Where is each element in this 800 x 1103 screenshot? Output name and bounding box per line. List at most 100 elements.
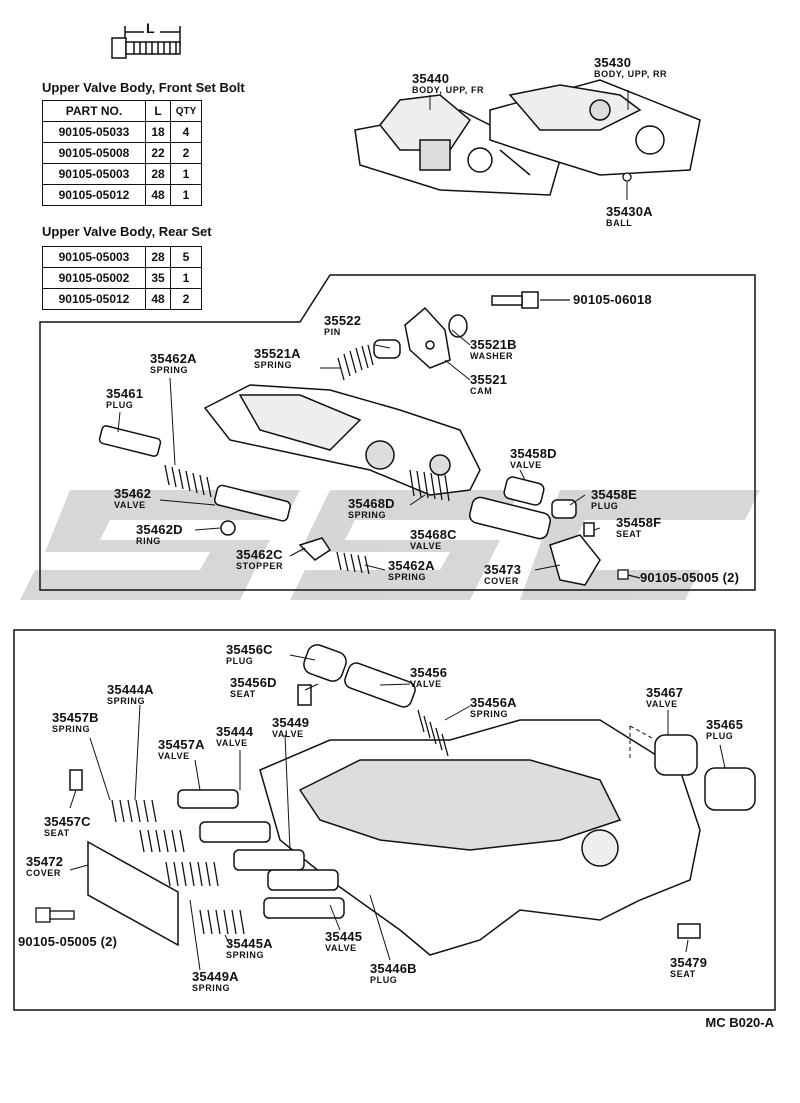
spring-35468d-icon: [409, 469, 450, 502]
table-cell: 18: [145, 121, 171, 143]
table-cell: 1: [170, 184, 202, 206]
valve-35456-assembly-icon: [303, 644, 416, 708]
part-label-90105-05005-lower: 90105-05005 (2): [18, 934, 118, 949]
lower-valve-body-icon: [259, 719, 701, 956]
table-cell: 1: [170, 267, 202, 289]
spring-group-icon: [111, 799, 245, 935]
table-cell: 48: [145, 288, 171, 310]
valve-35468c-icon: [468, 496, 552, 540]
upper-front-body-icon: [354, 94, 561, 196]
table-cell: 28: [145, 246, 171, 268]
stopper-icon: [298, 537, 332, 561]
middle-valve-body-icon: [203, 384, 481, 496]
plug-35458e-icon: [551, 499, 577, 519]
table-cell: 5: [170, 246, 202, 268]
table-cell: 90105-05012: [42, 184, 146, 206]
table-cell: 28: [145, 163, 171, 185]
plug-35461-icon: [98, 425, 162, 457]
header-qty: QTY: [170, 100, 202, 122]
table-cell: 90105-05033: [42, 121, 146, 143]
washer-icon: [448, 314, 468, 338]
cam-icon: [404, 306, 451, 369]
table-cell: 1: [170, 163, 202, 185]
ball-icon: [622, 172, 632, 182]
spring-35456a-icon: [417, 709, 449, 757]
table-cell: 48: [145, 184, 171, 206]
valve-group-icon: [177, 789, 345, 919]
plug-35465-icon: [704, 767, 756, 811]
spring-35462a-icon: [164, 464, 212, 498]
front-bolt-table-header: PART NO. L QTY: [42, 100, 202, 122]
valve-35462-icon: [213, 484, 291, 522]
header-part-no: PART NO.: [42, 100, 146, 122]
bolt-90105-06018-icon: [491, 291, 539, 309]
table-cell: 90105-05002: [42, 267, 146, 289]
upper-rear-body-icon: [489, 79, 701, 176]
table-cell: 35: [145, 267, 171, 289]
rear-bolt-table-title: Upper Valve Body, Rear Set: [42, 224, 212, 239]
table-cell: 90105-05003: [42, 246, 146, 268]
bolt-length-label: L: [146, 20, 155, 36]
table-cell: 90105-05012: [42, 288, 146, 310]
table-cell: 2: [170, 288, 202, 310]
leader-lines: [69, 90, 726, 971]
cover-35472-icon: [87, 840, 179, 947]
table-cell: 90105-05008: [42, 142, 146, 164]
table-cell: 4: [170, 121, 202, 143]
spring-35521a-icon: [337, 344, 374, 381]
table-cell: 90105-05003: [42, 163, 146, 185]
seat-35456d-icon: [297, 684, 312, 706]
cover-35473-icon: [549, 534, 601, 586]
bottom-section-frame: [13, 629, 776, 1011]
pin-icon: [373, 339, 401, 359]
seat-35457c-icon: [69, 769, 83, 791]
bolt-dimension-icon: [111, 26, 181, 59]
bolt-90105-05005-lower-icon: [35, 907, 75, 923]
seat-35479-icon: [677, 923, 701, 939]
valve-35458d-icon: [503, 476, 545, 506]
table-cell: 2: [170, 142, 202, 164]
valve-35467-icon: [654, 734, 698, 776]
part-label-90105-06018: 90105-06018: [573, 292, 652, 307]
seat-35458f-icon: [583, 522, 595, 537]
